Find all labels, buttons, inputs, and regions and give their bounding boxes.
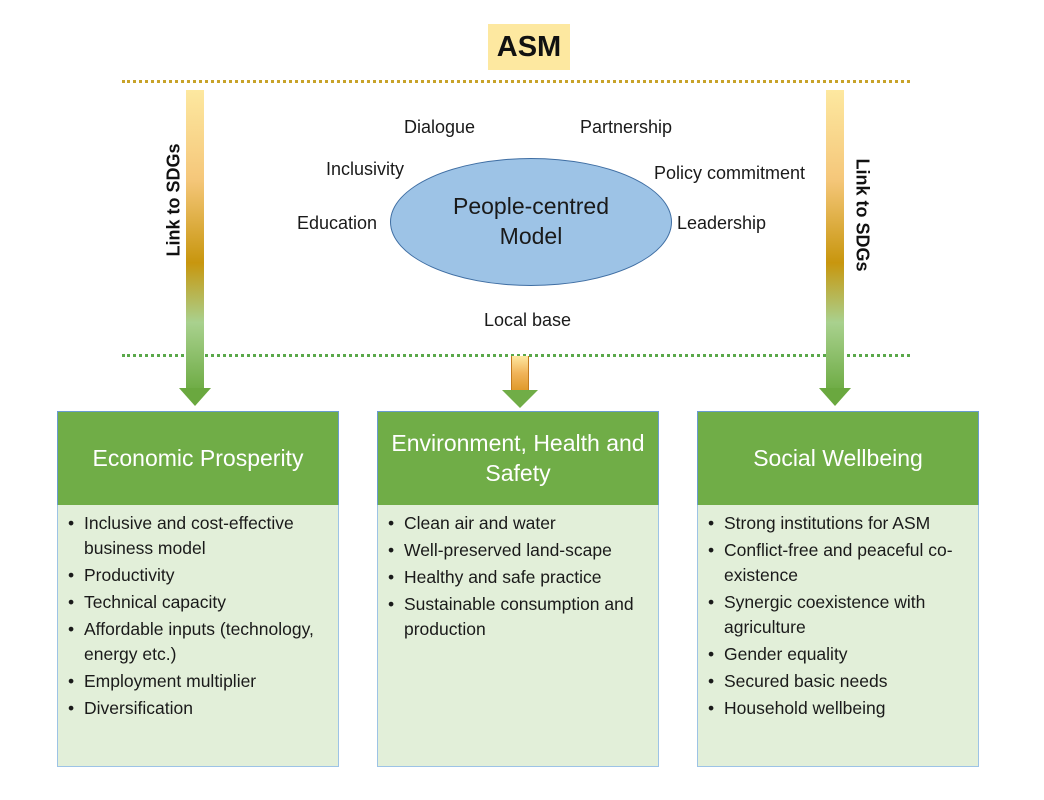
diagram-title: ASM <box>488 24 570 70</box>
list-item: Clean air and water <box>386 511 652 536</box>
environment-health-safety-heading: Environment, Health and Safety <box>377 411 659 505</box>
list-item: Diversification <box>66 696 332 721</box>
list-item: Technical capacity <box>66 590 332 615</box>
social-wellbeing-body: Strong institutions for ASM Conflict-fre… <box>697 505 979 767</box>
left-sdg-arrow-head <box>179 388 211 406</box>
center-down-arrow-head <box>502 390 538 408</box>
pillar-education: Education <box>297 213 378 233</box>
list-item: Sustainable consumption and production <box>386 592 652 642</box>
economic-prosperity-box: Economic Prosperity Inclusive and cost-e… <box>57 411 339 767</box>
list-item: Affordable inputs (technology, energy et… <box>66 617 332 667</box>
top-dotted-divider <box>122 80 910 83</box>
center-label-line1: People-centred <box>453 193 609 220</box>
list-item: Employment multiplier <box>66 669 332 694</box>
list-item: Gender equality <box>706 642 972 667</box>
right-sdg-arrow-shaft <box>826 90 844 388</box>
social-wellbeing-heading: Social Wellbeing <box>697 411 979 505</box>
center-down-arrow-shaft <box>511 356 529 390</box>
pillar-leadership: Leadership <box>677 213 767 233</box>
social-wellbeing-box: Social Wellbeing Strong institutions for… <box>697 411 979 767</box>
pillar-dialogue: Dialogue <box>404 117 476 137</box>
center-label-line2: Model <box>499 223 563 249</box>
pillar-partnership: Partnership <box>580 117 673 137</box>
economic-prosperity-body: Inclusive and cost-effective business mo… <box>57 505 339 767</box>
list-item: Well-preserved land-scape <box>386 538 652 563</box>
list-item: Inclusive and cost-effective business mo… <box>66 511 332 561</box>
environment-health-safety-body: Clean air and water Well-preserved land-… <box>377 505 659 767</box>
environment-health-safety-box: Environment, Health and Safety Clean air… <box>377 411 659 767</box>
right-sdg-arrow-head <box>819 388 851 406</box>
pillar-policy-commitment: Policy commitment <box>654 163 806 183</box>
left-sdg-arrow-shaft <box>186 90 204 388</box>
economic-prosperity-heading: Economic Prosperity <box>57 411 339 505</box>
list-item: Secured basic needs <box>706 669 972 694</box>
list-item: Conflict-free and peaceful co-existence <box>706 538 972 588</box>
list-item: Strong institutions for ASM <box>706 511 972 536</box>
right-sdg-label: Link to SDGs <box>852 158 873 272</box>
list-item: Household wellbeing <box>706 696 972 721</box>
people-centred-model-ellipse: People-centred Model <box>390 158 672 286</box>
pillar-local-base: Local base <box>484 310 572 330</box>
middle-dotted-divider <box>122 354 910 357</box>
list-item: Productivity <box>66 563 332 588</box>
pillar-inclusivity: Inclusivity <box>326 159 405 179</box>
list-item: Healthy and safe practice <box>386 565 652 590</box>
left-sdg-label: Link to SDGs <box>163 143 184 257</box>
list-item: Synergic coexistence with agriculture <box>706 590 972 640</box>
